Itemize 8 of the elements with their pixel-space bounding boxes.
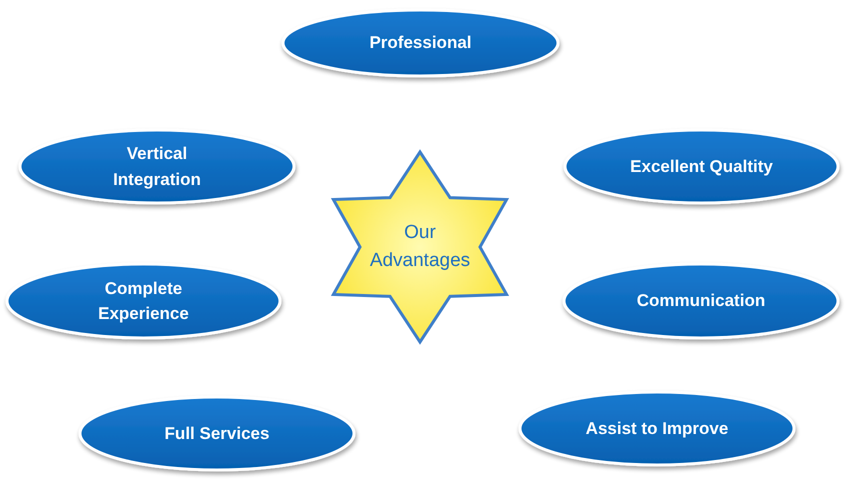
advantage-label: Vertical Integration <box>112 143 202 191</box>
advantage-label: Excellent Qualtity <box>630 156 773 178</box>
advantage-label: Full Services <box>164 422 270 445</box>
advantage-label: Assist to Improve <box>586 418 728 440</box>
advantage-label: Complete Experience <box>97 278 190 325</box>
advantage-label: Communication <box>636 290 766 312</box>
advantage-label: Professional <box>369 32 472 54</box>
center-title: Our Advantages <box>368 220 472 273</box>
